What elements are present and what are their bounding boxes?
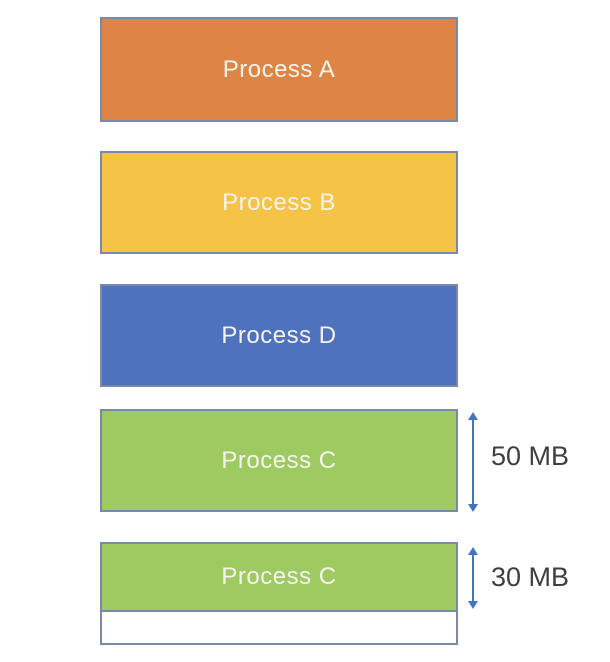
- process-block-c-30mb: Process C: [100, 542, 458, 645]
- measurement-arrow-30mb-icon: [467, 547, 479, 609]
- size-label-30mb: 30 MB: [491, 562, 570, 592]
- process-c-30mb-label: Process C: [221, 563, 337, 590]
- process-d-label: Process D: [221, 321, 337, 349]
- process-block-c-50mb: Process C: [100, 409, 458, 512]
- process-c-30mb-allocated-region: Process C: [102, 544, 456, 612]
- process-block-d: Process D: [100, 284, 458, 387]
- arrow-stem: [472, 550, 474, 606]
- arrow-stem: [472, 415, 474, 509]
- measurement-arrow-50mb-icon: [467, 412, 479, 512]
- process-block-b: Process B: [100, 151, 458, 254]
- process-block-a: Process A: [100, 17, 458, 122]
- arrow-head-down-icon: [468, 601, 478, 609]
- process-b-label: Process B: [222, 188, 336, 216]
- size-label-50mb: 50 MB: [491, 441, 570, 471]
- free-space-region: [102, 612, 456, 643]
- arrow-head-down-icon: [468, 504, 478, 512]
- process-c-50mb-label: Process C: [221, 446, 337, 474]
- process-a-label: Process A: [222, 55, 336, 83]
